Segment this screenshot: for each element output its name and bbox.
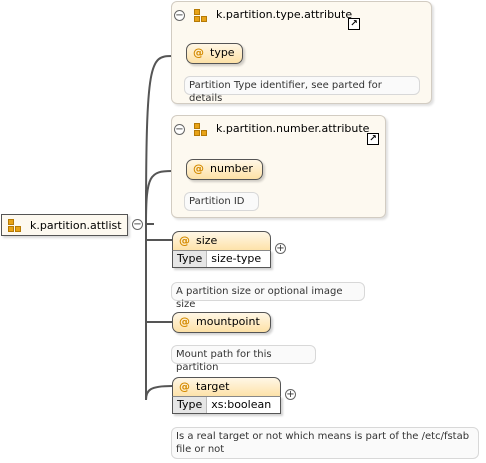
type-label: Type <box>173 251 208 267</box>
attribute-target[interactable]: @ target <box>172 377 281 397</box>
attribute-group-icon <box>194 123 208 137</box>
attribute-number[interactable]: @ number <box>186 159 263 180</box>
external-link-icon[interactable]: ↗ <box>367 133 379 145</box>
attribute-target-label: target <box>196 380 230 393</box>
type-label: Type <box>173 397 208 413</box>
attribute-icon: @ <box>193 162 204 175</box>
root-collapse-icon[interactable]: − <box>132 219 143 230</box>
attribute-icon: @ <box>179 234 190 247</box>
type-value: xs:boolean <box>211 398 272 411</box>
attribute-target-type-row: Type xs:boolean <box>172 396 281 414</box>
attribute-number-label: number <box>210 162 253 175</box>
root-element-label: k.partition.attlist <box>30 219 122 232</box>
attribute-icon: @ <box>179 380 190 393</box>
attribute-size[interactable]: @ size <box>172 231 271 251</box>
attribute-target-expand-icon[interactable]: + <box>285 389 296 400</box>
attribute-target-doc: Is a real target or not which means is p… <box>171 427 479 459</box>
attribute-number-doc: Partition ID <box>184 192 259 211</box>
attribute-mountpoint-doc: Mount path for this partition <box>171 345 316 373</box>
attribute-mountpoint[interactable]: @ mountpoint <box>172 312 271 333</box>
attribute-type-doc: Partition Type identifier, see parted fo… <box>184 76 420 104</box>
attribute-size-expand-icon[interactable]: + <box>275 243 286 254</box>
attribute-type-label: type <box>210 46 235 59</box>
group-type-collapse-icon[interactable]: − <box>174 10 185 21</box>
attribute-size-type-row: Type size-type <box>172 250 271 268</box>
element-group-icon <box>8 219 22 233</box>
attribute-type[interactable]: @ type <box>186 43 243 64</box>
group-number-title: k.partition.number.attribute <box>216 122 370 135</box>
group-type-title: k.partition.type.attribute <box>216 8 353 21</box>
external-link-icon[interactable]: ↗ <box>348 18 360 30</box>
attribute-size-label: size <box>196 234 218 247</box>
group-number-collapse-icon[interactable]: − <box>174 124 185 135</box>
attribute-size-doc: A partition size or optional image size <box>171 282 365 310</box>
attribute-icon: @ <box>179 315 190 328</box>
type-value: size-type <box>211 252 262 265</box>
attribute-group-icon <box>194 9 208 23</box>
attribute-icon: @ <box>193 46 204 59</box>
attribute-mountpoint-label: mountpoint <box>196 315 260 328</box>
root-element[interactable]: k.partition.attlist <box>1 214 128 236</box>
